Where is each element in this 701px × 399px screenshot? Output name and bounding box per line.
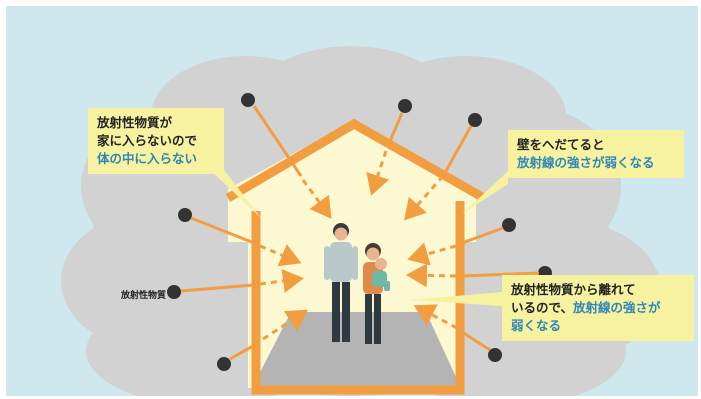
- callout-wall-shielding: 壁をへだてると 放射線の強さが弱くなる: [508, 130, 684, 178]
- callout-highlight: 放射線の強さが弱くなる: [517, 155, 655, 170]
- callout-highlight: 放射線の強さが: [573, 300, 661, 315]
- radioactive-particles: [167, 93, 552, 371]
- callout-line: 放射性物質が: [97, 115, 173, 130]
- particle: [502, 218, 516, 232]
- radiation-arrow: [180, 283, 255, 293]
- house-outline: [225, 118, 487, 395]
- radiation-arrow: [461, 271, 540, 278]
- family-figures: [324, 223, 390, 344]
- radiation-arrow: [413, 304, 458, 330]
- callout-pointers: [206, 166, 508, 306]
- callout-highlight: 体の中に入らない: [97, 151, 198, 166]
- particle: [488, 348, 502, 362]
- particle: [398, 99, 412, 113]
- particle: [178, 208, 192, 222]
- particle: [167, 285, 181, 299]
- radiation-arrow: [366, 150, 390, 196]
- radioactive-material-label: 放射性物質: [121, 291, 167, 301]
- callout-distance: 放射性物質から離れて いるので、放射線の強さが 弱くなる: [502, 275, 694, 341]
- radiation-arrow: [444, 125, 473, 172]
- radiation-arrow: [406, 263, 457, 288]
- callout-text: いるので、: [511, 300, 574, 315]
- callout-highlight: 弱くなる: [511, 318, 562, 333]
- callout-no-internal-exposure: 放射性物質が 家に入らないので 体の中に入らない: [88, 108, 224, 174]
- particle: [217, 357, 231, 371]
- particle: [468, 113, 482, 127]
- radiation-arrow: [386, 112, 404, 147]
- callout-line: いるので、放射線の強さが: [511, 299, 685, 317]
- particle: [241, 93, 255, 107]
- radiation-arrow: [404, 175, 445, 221]
- child-figure: [372, 258, 390, 291]
- callout-line: 放射性物質から離れて: [511, 282, 636, 297]
- radiation-arrow: [252, 105, 303, 177]
- callout-line: 壁をへだてると: [517, 137, 605, 152]
- radiation-arrows: [180, 105, 540, 361]
- illustration-scene: 放射性物質が 家に入らないので 体の中に入らない 壁をへだてると 放射線の強さが…: [6, 6, 698, 396]
- radiation-arrow: [190, 216, 255, 245]
- father-figure: [324, 223, 358, 342]
- radiation-arrow: [262, 309, 309, 341]
- radiation-arrow: [229, 341, 259, 361]
- radiation-arrow: [407, 242, 457, 266]
- radiation-arrow: [301, 179, 332, 219]
- radiation-arrow: [461, 226, 504, 245]
- callout-line: 家に入らないので: [97, 133, 198, 148]
- radiation-arrow: [461, 330, 491, 352]
